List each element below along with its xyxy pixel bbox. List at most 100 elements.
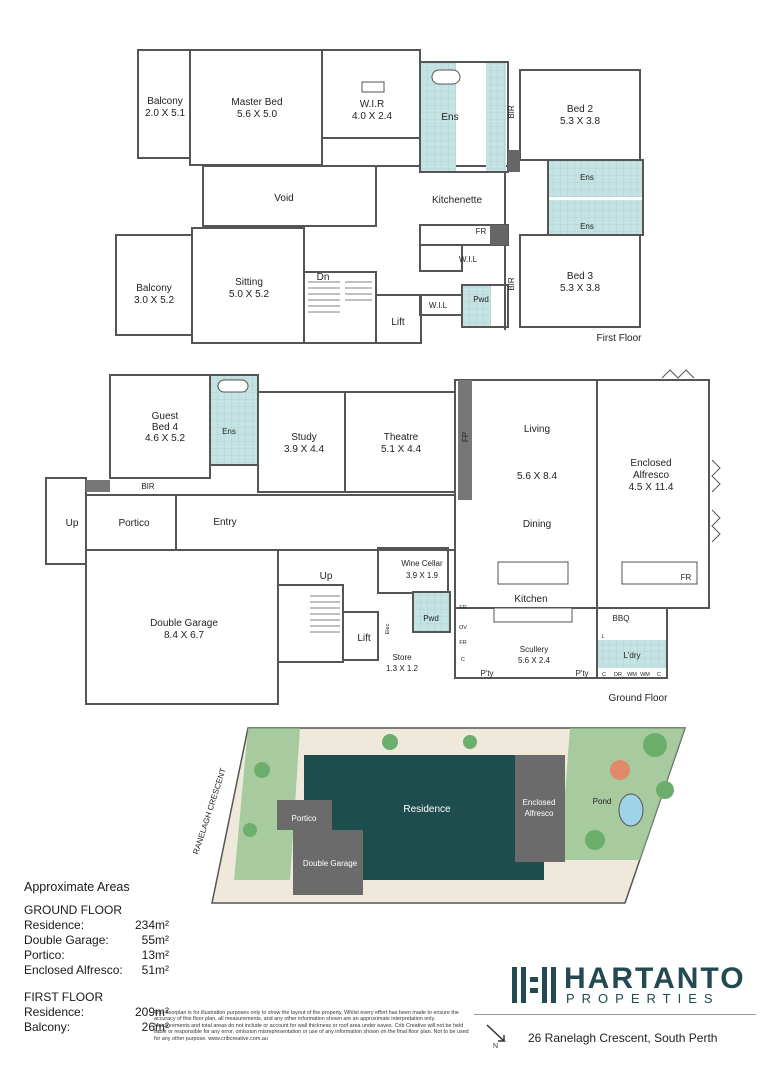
- fireplace-label: FP: [461, 432, 470, 442]
- disclaimer-text: This floorplan is for illustration purpo…: [154, 1010, 469, 1042]
- store-label: Store: [392, 653, 412, 662]
- ensuite3-tiles: [549, 200, 642, 234]
- alfresco-bench-icon: [621, 561, 698, 585]
- study-dim: 3.9 X 4.4: [284, 444, 324, 455]
- bifold-door-icon: [661, 369, 721, 543]
- site-alfresco-label1: Enclosed: [523, 798, 556, 807]
- laundry-label: L'dry: [623, 651, 640, 660]
- ensuite-label: Ens: [441, 112, 458, 123]
- alfresco-label1: Enclosed: [630, 458, 671, 469]
- ground-lift-label: Lift: [357, 633, 371, 644]
- site-alfresco-label2: Alfresco: [525, 809, 554, 818]
- void-label: Void: [274, 193, 293, 204]
- living-dim: 5.6 X 8.4: [517, 471, 557, 482]
- wil1-label: W.I.L: [459, 255, 478, 264]
- alfresco-fridge-label: FR: [681, 573, 692, 582]
- area-row: Balcony:26m²: [24, 1020, 169, 1034]
- ensuite2-label: Ens: [580, 173, 594, 182]
- entry-label: Entry: [213, 517, 236, 528]
- tree-icon: [585, 830, 605, 850]
- first-floor-areas-title: FIRST FLOOR: [24, 990, 104, 1004]
- dining-label: Dining: [523, 519, 551, 530]
- area-row: Portico:13m²: [24, 948, 169, 962]
- bed3-dim: 5.3 X 3.8: [560, 283, 600, 294]
- portico-footprint: [277, 800, 332, 830]
- scullery-label: Scullery: [520, 645, 548, 654]
- brand-subtitle: PROPERTIES: [566, 991, 720, 1006]
- cupboard3-label: C: [657, 672, 661, 678]
- ground-floor-areas-title: GROUND FLOOR: [24, 903, 123, 917]
- column-icon: [490, 225, 508, 245]
- site-residence-label: Residence: [403, 804, 451, 815]
- wir-label: W.I.R: [360, 99, 384, 110]
- guest-label1: Guest: [152, 411, 179, 422]
- site-portico-label: Portico: [292, 814, 317, 823]
- wir-dim: 4.0 X 2.4: [352, 111, 392, 122]
- island-icon: [361, 81, 385, 93]
- area-row: Residence:234m²: [24, 918, 169, 932]
- master-bed-label: Master Bed: [231, 97, 282, 108]
- lift-label: Lift: [391, 317, 405, 328]
- alfresco-dim: 4.5 X 11.4: [629, 482, 674, 493]
- cupboard1-label: C: [461, 657, 465, 663]
- tree-icon: [382, 734, 398, 750]
- powder-label: Pwd: [473, 295, 489, 304]
- ensuite3-label: Ens: [580, 222, 594, 231]
- balcony1-label: Balcony: [147, 96, 183, 107]
- tree-icon: [463, 735, 477, 749]
- tree-icon: [254, 762, 270, 778]
- theatre-label: Theatre: [384, 432, 419, 443]
- bir-label: BIR: [141, 482, 155, 491]
- site-pond-label: Pond: [593, 797, 612, 806]
- hartanto-logo-icon: [512, 967, 556, 1003]
- laundry-l-label: L: [601, 634, 604, 640]
- bir-label: BIR: [507, 105, 516, 119]
- kitchen-island-icon: [497, 561, 569, 585]
- brand-name: HARTANTO: [564, 962, 746, 995]
- wm2-label: WM: [640, 672, 650, 678]
- wine-cellar-label: Wine Cellar: [401, 559, 443, 568]
- oven-label: OV: [459, 625, 467, 631]
- stair-icon: [308, 281, 372, 313]
- store-dim: 1.3 X 1.2: [386, 664, 419, 673]
- balcony2-label: Balcony: [136, 283, 172, 294]
- bed2-dim: 5.3 X 3.8: [560, 116, 600, 127]
- ground-floor-title: Ground Floor: [609, 693, 669, 704]
- guest-label2: Bed 4: [152, 422, 179, 433]
- sitting-label: Sitting: [235, 277, 263, 288]
- wine-cellar-dim: 3.9 X 1.9: [406, 571, 439, 580]
- approximate-areas: Approximate Areas GROUND FLOOR Residence…: [24, 880, 169, 1035]
- bath-icon: [431, 69, 461, 85]
- up1-label: Up: [66, 518, 79, 529]
- pantry2-label: P'ty: [575, 669, 588, 678]
- column-icon: [508, 150, 520, 172]
- wm1-label: WM: [627, 672, 637, 678]
- garage-label: Double Garage: [150, 618, 218, 629]
- guest-ensuite-label: Ens: [222, 427, 236, 436]
- tree-icon: [643, 733, 667, 757]
- powder-tiles: [414, 593, 449, 631]
- divider: [474, 1014, 756, 1015]
- svg-text:N: N: [493, 1043, 498, 1050]
- study-label: Study: [291, 432, 317, 443]
- scullery-fridge-label: FR: [459, 640, 466, 646]
- up2-label: Up: [320, 571, 333, 582]
- garage-footprint: [293, 830, 363, 895]
- kitchenette-label: Kitchenette: [432, 195, 482, 206]
- scullery-dim: 5.6 X 2.4: [518, 656, 551, 665]
- wil2-label: W.I.L: [429, 301, 448, 310]
- living-label: Living: [524, 424, 550, 435]
- area-row: Residence:209m²: [24, 1005, 169, 1019]
- elec-label: Elec: [385, 623, 391, 634]
- master-bed-dim: 5.6 X 5.0: [237, 109, 277, 120]
- tree-icon: [610, 760, 630, 780]
- bath-icon: [217, 379, 249, 393]
- areas-title: Approximate Areas: [24, 880, 130, 894]
- theatre-dim: 5.1 X 4.4: [381, 444, 421, 455]
- tree-icon: [243, 823, 257, 837]
- fireplace-wall-icon: [458, 380, 472, 500]
- bed3-label: Bed 3: [567, 271, 594, 282]
- ensuite-tiles: [486, 63, 506, 171]
- alfresco-label2: Alfresco: [633, 470, 670, 481]
